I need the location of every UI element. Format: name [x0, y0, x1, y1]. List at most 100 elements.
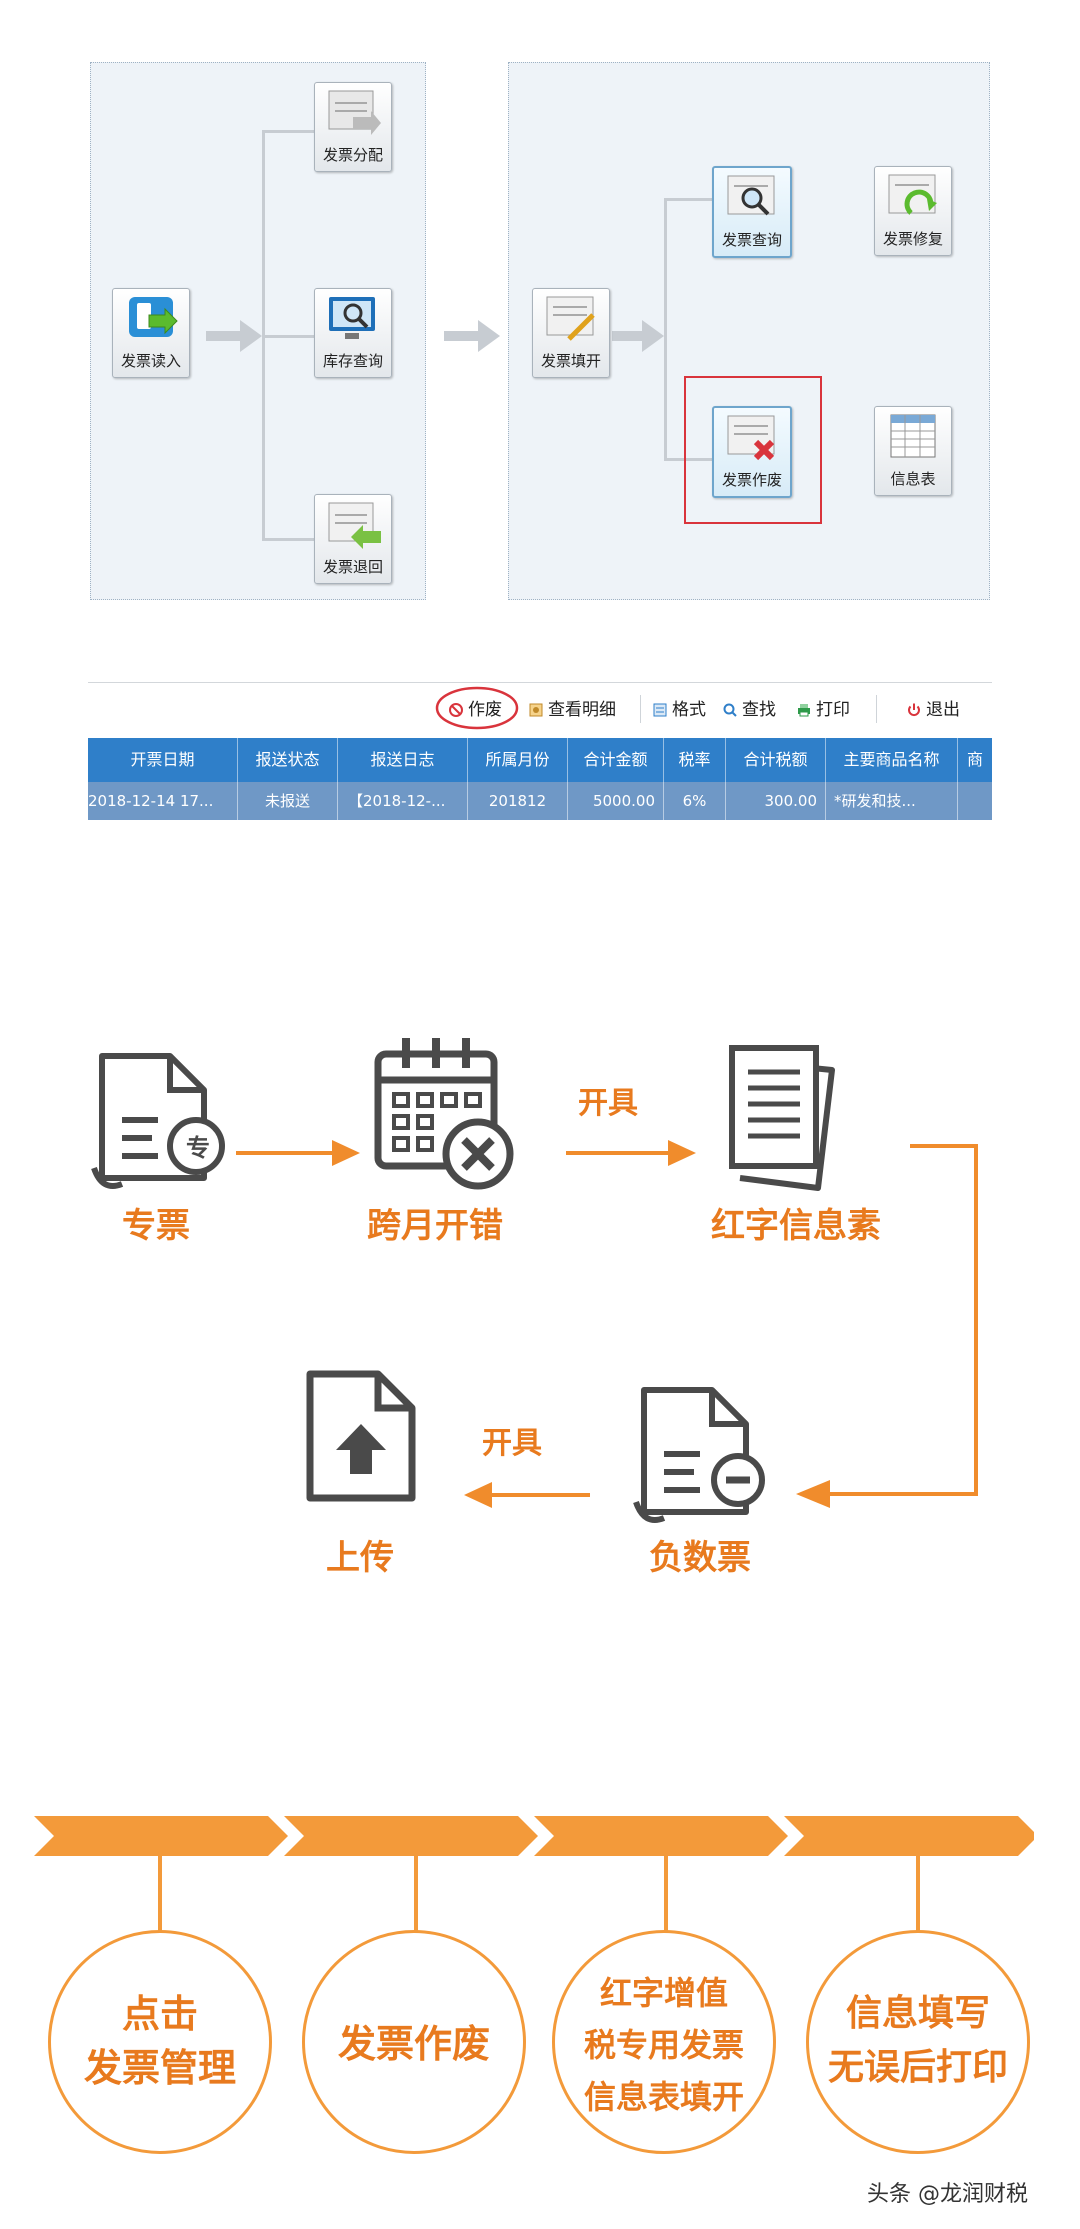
find-button[interactable]: 查找 — [722, 695, 776, 720]
connector — [262, 538, 314, 541]
button-label: 信息表 — [890, 470, 936, 488]
arrow-label-issue: 开具 — [578, 1086, 638, 1121]
chevron-banner — [34, 1816, 1034, 1856]
invoice-query-button[interactable]: 发票查询 — [712, 166, 792, 258]
orange-arrow-icon — [566, 1140, 696, 1166]
connector — [664, 198, 712, 201]
exit-button[interactable]: 退出 — [906, 695, 960, 720]
table-cell: 2018-12-14 17... — [88, 782, 238, 820]
info-sheet-button[interactable]: 信息表 — [874, 406, 952, 496]
inventory-query-button[interactable]: 库存查询 — [314, 288, 392, 378]
table-cell — [958, 782, 992, 820]
step-text: 信息填写 无误后打印 — [809, 1987, 1027, 2095]
step-red-info-label: 红字信息素 — [711, 1206, 881, 1246]
toolbar-separator — [876, 695, 877, 723]
step-special-invoice-label: 专票 — [122, 1206, 190, 1246]
step-cross-month-error-label: 跨月开错 — [367, 1206, 503, 1246]
special-badge-text: 专 — [186, 1134, 210, 1162]
step-line: 税专用发票 — [583, 2026, 744, 2064]
table-cell: 【2018-12-... — [338, 782, 468, 820]
step-line: 发票作废 — [337, 2022, 490, 2066]
gray-arrow-icon — [206, 320, 262, 352]
view-detail-label: 查看明细 — [548, 700, 616, 720]
negative-invoice-icon — [633, 1387, 765, 1523]
upload-file-icon — [306, 1370, 416, 1502]
print-button[interactable]: 打印 — [796, 695, 850, 720]
step-upload-label: 上传 — [326, 1538, 394, 1578]
format-button[interactable]: 格式 — [652, 695, 706, 720]
button-label: 发票读入 — [120, 352, 181, 370]
invoice-repair-button[interactable]: 发票修复 — [874, 166, 952, 256]
format-label: 格式 — [672, 700, 706, 720]
invoice-fill-button[interactable]: 发票填开 — [532, 288, 610, 378]
usb-import-icon — [129, 297, 178, 337]
print-label: 打印 — [816, 700, 850, 720]
orange-return-arrow — [796, 1144, 978, 1508]
column-header[interactable]: 商 — [966, 750, 983, 769]
step-connector — [916, 1856, 920, 1936]
step-connector — [158, 1856, 162, 1936]
invoice-edit-icon — [546, 296, 595, 341]
column-header[interactable]: 合计金额 — [568, 738, 664, 782]
void-button[interactable]: 作废 — [448, 695, 502, 720]
void-label: 作废 — [468, 700, 502, 720]
table-row[interactable]: 2018-12-14 17... 未报送 【2018-12-... 201812… — [88, 782, 992, 820]
orange-arrow-icon — [236, 1140, 360, 1166]
button-label: 发票分配 — [322, 146, 383, 164]
table-cell: 5000.00 — [568, 782, 664, 820]
step-circle-1: 点击 发票管理 — [48, 1930, 272, 2154]
invoice-void-icon — [727, 415, 775, 461]
find-label: 查找 — [742, 700, 776, 720]
monitor-search-icon — [329, 297, 375, 339]
search-icon — [723, 703, 737, 717]
special-invoice-icon — [91, 1053, 225, 1189]
table-cell: *研发和技... — [826, 782, 958, 820]
button-label: 库存查询 — [322, 352, 383, 370]
column-header[interactable]: 报送日志 — [338, 738, 468, 782]
gray-arrow-icon — [612, 320, 664, 352]
step-line: 发票管理 — [83, 2046, 236, 2090]
column-header[interactable]: 所属月份 — [468, 738, 568, 782]
connector — [664, 198, 667, 460]
invoice-return-icon — [328, 502, 381, 549]
detail-icon — [529, 703, 543, 717]
table-cell: 300.00 — [726, 782, 826, 820]
column-header[interactable]: 合计税额 — [726, 738, 826, 782]
calendar-error-icon — [374, 1038, 514, 1190]
table-cell: 未报送 — [238, 782, 338, 820]
view-detail-button[interactable]: 查看明细 — [528, 695, 616, 720]
step-connector — [664, 1856, 668, 1936]
arrow-label-issue: 开具 — [482, 1426, 542, 1461]
step-text: 发票作废 — [305, 2017, 523, 2071]
red-ellipse-highlight — [435, 686, 519, 730]
orange-arrow-icon — [464, 1482, 590, 1508]
documents-icon — [729, 1045, 835, 1191]
invoice-return-button[interactable]: 发票退回 — [314, 494, 392, 584]
step-line: 无误后打印 — [827, 2047, 1008, 2088]
invoice-read-button[interactable]: 发票读入 — [112, 288, 190, 378]
connector — [664, 458, 712, 461]
forbidden-icon — [449, 703, 463, 717]
invoice-void-button[interactable]: 发票作废 — [712, 406, 792, 498]
step-circle-2: 发票作废 — [302, 1930, 526, 2154]
format-icon — [653, 703, 667, 717]
table-header-row: 开票日期 报送状态 报送日志 所属月份 合计金额 税率 合计税额 主要商品名称 … — [88, 738, 992, 782]
invoice-repair-icon — [888, 174, 937, 215]
button-label: 发票作废 — [721, 471, 782, 489]
column-header[interactable]: 主要商品名称 — [826, 738, 958, 782]
invoice-allocate-icon — [328, 90, 381, 135]
button-label: 发票查询 — [721, 231, 782, 249]
invoice-search-icon — [727, 175, 775, 216]
printer-icon — [798, 704, 810, 717]
watermark: 头条 @龙润财税 — [867, 2182, 1028, 2207]
column-header[interactable]: 报送状态 — [238, 738, 338, 782]
invoice-allocate-button[interactable]: 发票分配 — [314, 82, 392, 172]
step-circle-4: 信息填写 无误后打印 — [806, 1930, 1030, 2154]
column-header[interactable]: 税率 — [664, 738, 726, 782]
connector — [262, 130, 314, 133]
step-line: 信息表填开 — [583, 2078, 744, 2116]
step-line: 红字增值 — [599, 1974, 728, 2012]
step-line: 信息填写 — [845, 1993, 990, 2034]
column-header[interactable]: 开票日期 — [88, 738, 238, 782]
table-cell: 201812 — [468, 782, 568, 820]
